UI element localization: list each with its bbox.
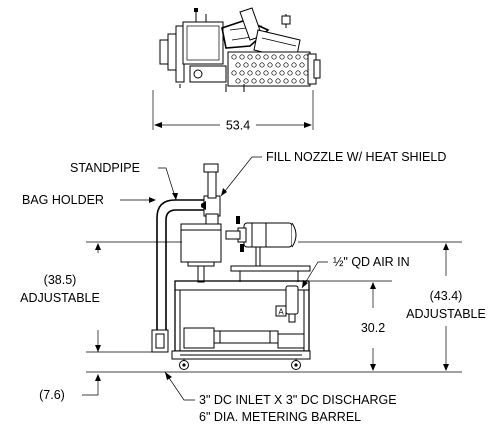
middle-height-value: 30.2 xyxy=(361,321,385,335)
width-dim-value: 53.4 xyxy=(226,119,250,133)
marker-a: A xyxy=(278,308,284,317)
label-standpipe: STANDPIPE xyxy=(70,161,140,175)
bottom-offset-dimension: (7.6) xyxy=(39,371,148,402)
left-height-dimension: (38.5) ADJUSTABLE xyxy=(20,241,182,353)
leaders xyxy=(120,156,328,401)
right-height-dimension: (43.4) ADJUSTABLE xyxy=(298,241,486,373)
label-air-in: ½" QD AIR IN xyxy=(333,255,410,269)
bottom-offset-value: (7.6) xyxy=(39,388,65,402)
right-height-value: (43.4) xyxy=(430,289,463,303)
right-height-adjustable: ADJUSTABLE xyxy=(406,307,486,321)
top-view xyxy=(159,7,321,92)
label-bag-holder: BAG HOLDER xyxy=(22,193,104,207)
middle-height-dimension: 30.2 xyxy=(310,280,392,371)
label-fill-nozzle: FILL NOZZLE W/ HEAT SHIELD xyxy=(266,150,446,164)
left-height-adjustable: ADJUSTABLE xyxy=(20,291,100,305)
left-height-value: (38.5) xyxy=(44,273,77,287)
width-dimension: 53.4 xyxy=(152,90,314,133)
label-inlet-discharge: 3" DC INLET X 3" DC DISCHARGE xyxy=(199,393,397,407)
label-metering-barrel: 6" DIA. METERING BARREL xyxy=(199,410,361,424)
side-view: A xyxy=(151,163,311,370)
